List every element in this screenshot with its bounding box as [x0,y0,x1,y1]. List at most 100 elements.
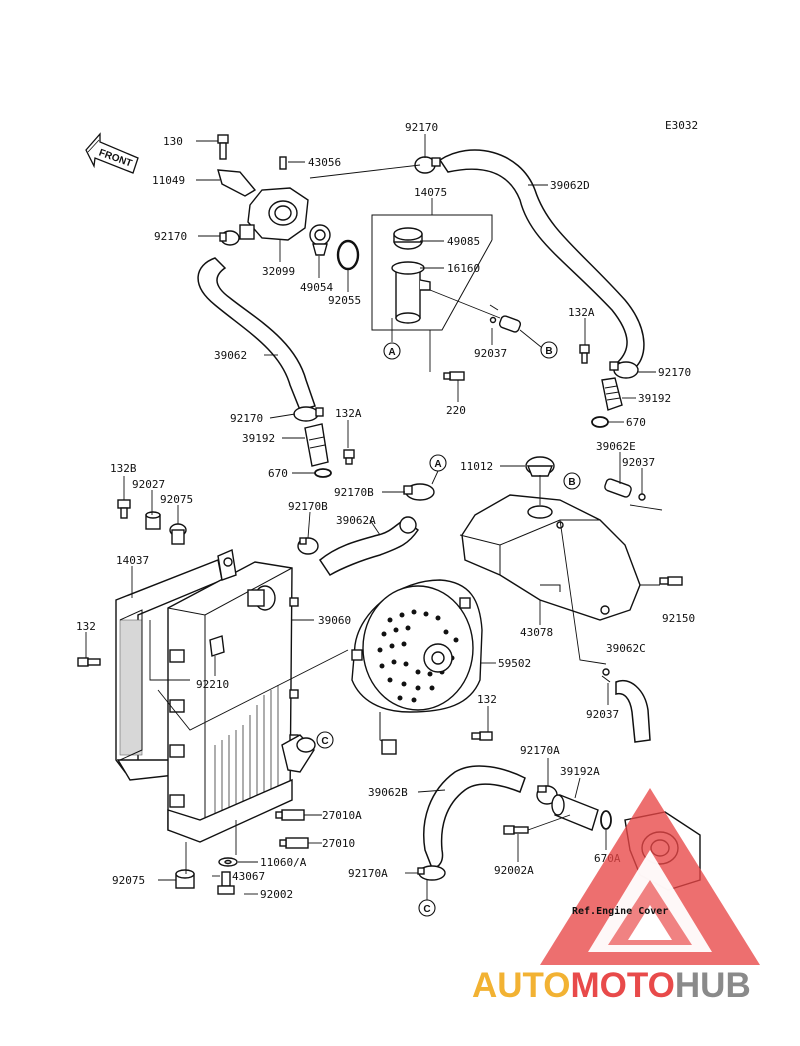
label-39192A: 39192A [560,765,600,778]
svg-text:C: C [423,904,430,915]
watermark-auto: AUTO [472,966,571,1005]
radiator-fins [214,685,279,820]
label-49054: 49054 [300,281,333,294]
label-92210: 92210 [196,678,229,691]
label-39062A: 39062A [336,514,376,527]
label-32099: 32099 [262,265,295,278]
label-39192-mid: 39192 [242,432,275,445]
label-220: 220 [446,404,466,417]
bolt-130 [217,134,229,160]
diagram-code: E3032 [665,119,698,132]
svg-text:A: A [388,347,395,358]
hose-piece-92037-top [489,304,522,333]
washer-11060 [218,857,238,867]
label-92075-top: 92075 [160,493,193,506]
label-92037-res: 92037 [622,456,655,469]
hose-39062C [615,679,651,743]
label-14037: 14037 [116,554,149,567]
watermark-moto: MOTO [571,966,675,1005]
sensor-27010 [279,837,309,849]
label-39192-right: 39192 [638,392,671,405]
grommet-92075-top [169,523,187,545]
part-labels: 130 11049 43056 92170 14075 39062D 92170… [76,121,695,901]
fitting-39192-right [601,377,623,411]
label-14075: 14075 [414,186,447,199]
oring-92055 [336,239,360,271]
label-92170B-1: 92170B [334,486,374,499]
label-92170-mid: 92170 [230,412,263,425]
callout-A-2: A [429,454,447,472]
label-132B: 132B [110,462,137,475]
bolt-132B [117,499,131,519]
bolt-92150 [659,576,683,586]
watermark-logo [540,788,760,965]
clamp-92170-right [609,361,639,379]
label-39062C: 39062C [606,642,646,655]
clamp-92170A-bot [417,865,446,881]
oring-670A [600,810,612,830]
bolt-43056 [279,156,287,170]
label-43056: 43056 [308,156,341,169]
label-43067: 43067 [232,870,265,883]
hose-39062B [423,765,526,869]
label-27010: 27010 [322,837,355,850]
label-27010A: 27010A [322,809,362,822]
thermostat-49054 [309,224,331,256]
watermark-hub: HUB [675,966,751,1005]
label-43078: 43078 [520,626,553,639]
label-59502: 59502 [498,657,531,670]
label-92170-right: 92170 [658,366,691,379]
fan-grid [377,609,459,703]
clamp-92170B-2 [297,537,319,555]
sensor-27010A [275,809,305,821]
callout-B-2: B [563,472,581,490]
hose-39062 [197,257,316,411]
label-92037-low: 92037 [586,708,619,721]
label-39062: 39062 [214,349,247,362]
bracket-92210 [209,635,225,657]
bolt-92002A [503,825,529,835]
label-130: 130 [163,135,183,148]
label-92170-left: 92170 [154,230,187,243]
label-11049: 11049 [152,174,185,187]
callout-B-1: B [540,341,558,359]
label-132A-top: 132A [568,306,595,319]
label-92002: 92002 [260,888,293,901]
radiator-39060 [167,549,316,843]
label-39062E: 39062E [596,440,636,453]
clamp-92170-left [219,230,240,246]
clamp-92170A-top [536,785,558,805]
label-92055: 92055 [328,294,361,307]
callout-C-1: C [316,731,334,749]
watermark-text: AUTOMOTOHUB [472,966,751,1005]
label-16160: 16160 [447,262,480,275]
bolt-92002 [217,871,235,895]
bolt-132-left [77,657,101,667]
collar-92027 [145,511,161,530]
label-132-fan: 132 [477,693,497,706]
oring-670-mid [314,468,332,478]
label-92170B-2: 92170B [288,500,328,513]
svg-text:B: B [545,346,552,357]
svg-text:C: C [321,736,328,747]
callout-A-1: A [383,342,401,360]
label-11060A: 11060/A [260,856,307,869]
bolt-132A-mid [343,449,355,465]
ref-note: Ref.Engine Cover [572,905,668,917]
oring-670-right [591,416,609,428]
callout-C-2: C [418,899,436,917]
label-92170A-bot: 92170A [348,867,388,880]
label-39062D: 39062D [550,179,590,192]
svg-text:B: B [568,477,575,488]
fitting-39192-mid [304,423,329,467]
label-132A-mid: 132A [335,407,362,420]
label-92075-bot: 92075 [112,874,145,887]
label-11012: 11012 [460,460,493,473]
hose-39062E [604,478,646,501]
bracket-11049 [217,169,257,197]
clamp-92037-low [601,668,611,683]
grommet-92075-bot [175,869,195,889]
label-92150: 92150 [662,612,695,625]
